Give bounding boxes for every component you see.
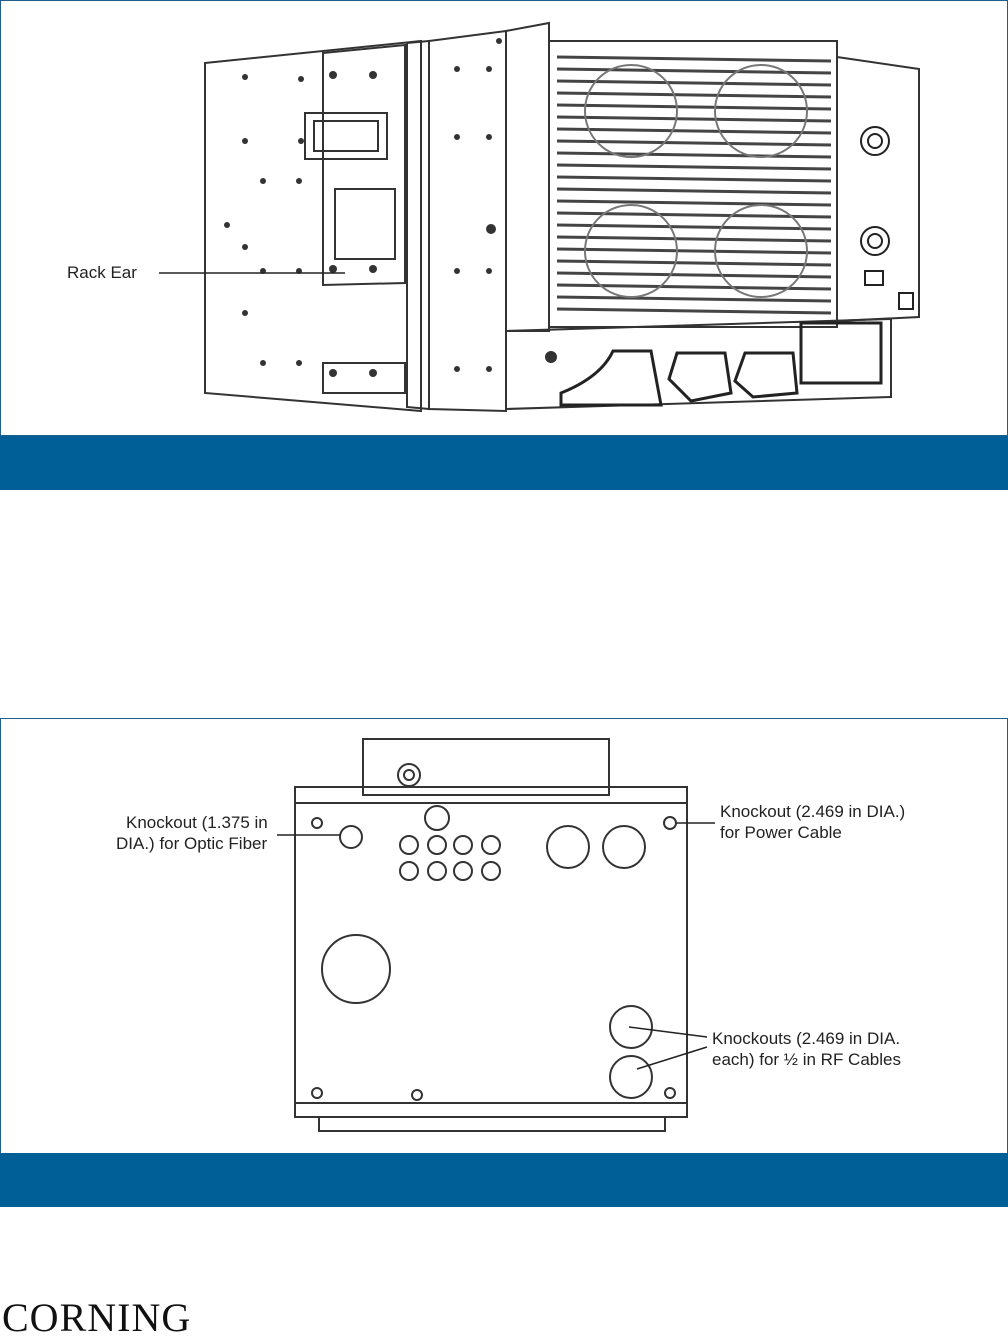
label-rf-line1: Knockouts (2.469 in DIA. (712, 1028, 900, 1049)
label-power-line1: Knockout (2.469 in DIA.) (720, 801, 905, 822)
label-optic-line2: DIA.) for Optic Fiber (116, 833, 267, 854)
caption-band-1 (0, 436, 1008, 490)
corning-logo: CORNING (2, 1298, 191, 1338)
label-power-line2: for Power Cable (720, 822, 842, 843)
figure-rack-unit: Rack Ear (0, 0, 1008, 436)
figure-knockouts: Knockout (1.375 in DIA.) for Optic Fiber… (0, 718, 1008, 1154)
knockouts-drawing (1, 719, 1007, 1153)
caption-band-2 (0, 1153, 1008, 1207)
rack-unit-drawing (1, 1, 1007, 435)
label-rf-line2: each) for ½ in RF Cables (712, 1049, 901, 1070)
label-rack-ear: Rack Ear (67, 262, 137, 283)
label-optic-line1: Knockout (1.375 in (126, 812, 268, 833)
